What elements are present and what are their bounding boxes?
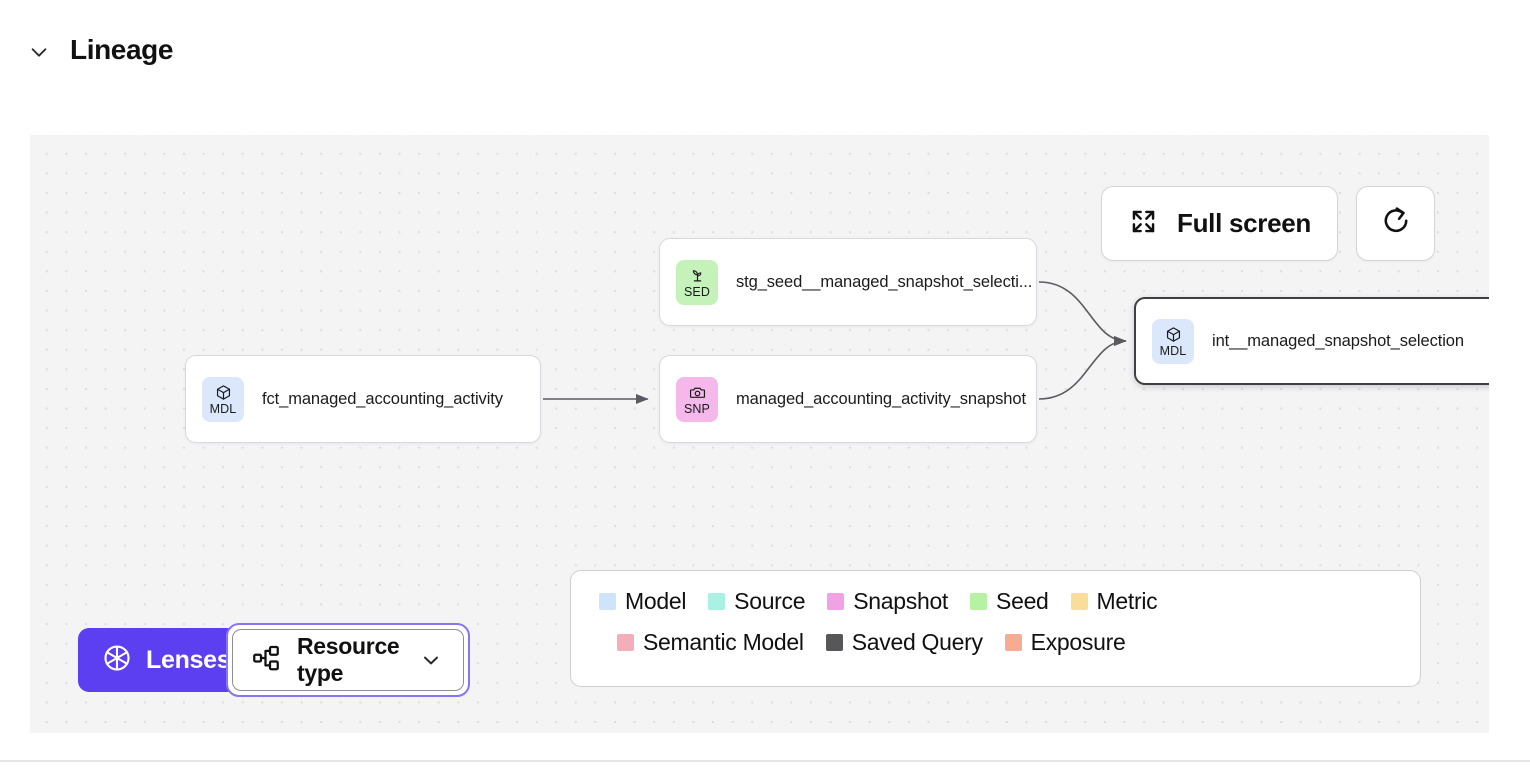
graph-nodes-layer: MDL fct_managed_accounting_activity SED … xyxy=(30,135,1489,733)
legend-swatch-semantic-model xyxy=(617,634,634,651)
legend-swatch-seed xyxy=(970,593,988,610)
node-type-abbr: MDL xyxy=(209,401,237,416)
legend-swatch-saved-query xyxy=(825,634,843,651)
node-label: managed_accounting_activity_snapshot xyxy=(736,389,1026,408)
node-label: stg_seed__managed_snapshot_selecti... xyxy=(736,272,1033,291)
legend-item-seed[interactable]: Seed xyxy=(970,588,1049,615)
legend-label: Metric xyxy=(1096,588,1158,614)
legend-item-source[interactable]: Source xyxy=(708,588,806,615)
full-screen-button[interactable]: Full screen xyxy=(1101,186,1338,261)
legend-label: Snapshot xyxy=(853,588,949,614)
aperture-icon xyxy=(102,643,132,678)
graph-node-seed-stg[interactable]: SED stg_seed__managed_snapshot_selecti..… xyxy=(659,238,1037,326)
cube-icon xyxy=(215,383,232,403)
legend-item-exposure[interactable]: Exposure xyxy=(1004,629,1126,656)
collapse-section-toggle[interactable] xyxy=(26,39,52,65)
legend-swatch-source xyxy=(708,593,726,610)
legend-item-metric[interactable]: Metric xyxy=(1070,588,1158,615)
legend-swatch-metric xyxy=(1070,593,1088,610)
graph-node-model-int-selected[interactable]: MDL int__managed_snapshot_selection xyxy=(1134,297,1489,385)
legend-label: Seed xyxy=(996,588,1049,614)
page-title: Lineage xyxy=(70,34,174,65)
legend-label: Exposure xyxy=(1030,629,1126,655)
node-type-badge-snp: SNP xyxy=(676,376,718,422)
legend-item-saved-query[interactable]: Saved Query xyxy=(825,629,983,656)
chevron-down-icon xyxy=(28,41,50,63)
legend-item-snapshot[interactable]: Snapshot xyxy=(827,588,948,615)
legend-label: Model xyxy=(625,588,687,614)
legend-swatch-model xyxy=(599,593,616,610)
page-bottom-divider xyxy=(0,760,1530,762)
graph-legend: Model Source Snapshot Seed Metric S xyxy=(570,570,1421,687)
legend-row-primary: Model Source Snapshot Seed Metric xyxy=(571,588,1420,615)
legend-item-semantic-model[interactable]: Semantic Model xyxy=(617,629,804,656)
lenses-control-group: Lenses Resource type xyxy=(78,623,471,697)
expand-arrows-icon xyxy=(1128,206,1159,242)
node-type-badge-mdl: MDL xyxy=(1152,318,1194,364)
node-type-badge-mdl: MDL xyxy=(202,376,244,422)
legend-swatch-snapshot xyxy=(827,593,845,610)
lineage-section-header: Lineage xyxy=(0,0,1530,100)
refresh-icon xyxy=(1379,204,1413,243)
full-screen-label: Full screen xyxy=(1177,208,1311,238)
sprout-icon xyxy=(689,266,706,286)
camera-icon xyxy=(689,383,706,403)
lenses-label: Lenses xyxy=(146,645,231,674)
legend-row-secondary: Semantic Model Saved Query Exposure xyxy=(571,629,1420,656)
node-label: int__managed_snapshot_selection xyxy=(1212,331,1464,350)
legend-item-model[interactable]: Model xyxy=(599,588,686,615)
node-type-badge-sed: SED xyxy=(676,259,718,305)
cube-icon xyxy=(1165,325,1182,345)
legend-swatch-exposure xyxy=(1004,634,1022,651)
chevron-down-icon xyxy=(419,648,443,672)
resource-type-focus-ring: Resource type xyxy=(226,623,471,697)
graph-node-snapshot[interactable]: SNP managed_accounting_activity_snapshot xyxy=(659,355,1037,443)
legend-label: Semantic Model xyxy=(643,629,804,655)
resource-type-label: Resource type xyxy=(297,633,400,686)
legend-label: Saved Query xyxy=(851,629,983,655)
lineage-graph-canvas[interactable]: MDL fct_managed_accounting_activity SED … xyxy=(30,135,1489,733)
node-label: fct_managed_accounting_activity xyxy=(262,389,503,408)
node-type-abbr: SNP xyxy=(683,401,710,416)
node-type-abbr: SED xyxy=(683,284,710,299)
refresh-graph-button[interactable] xyxy=(1356,186,1435,261)
node-type-abbr: MDL xyxy=(1159,343,1187,358)
legend-label: Source xyxy=(734,588,806,614)
hierarchy-icon xyxy=(251,643,281,678)
resource-type-dropdown[interactable]: Resource type xyxy=(232,629,465,691)
graph-node-model-fct[interactable]: MDL fct_managed_accounting_activity xyxy=(185,355,541,443)
canvas-toolbar: Full screen xyxy=(1101,186,1435,261)
